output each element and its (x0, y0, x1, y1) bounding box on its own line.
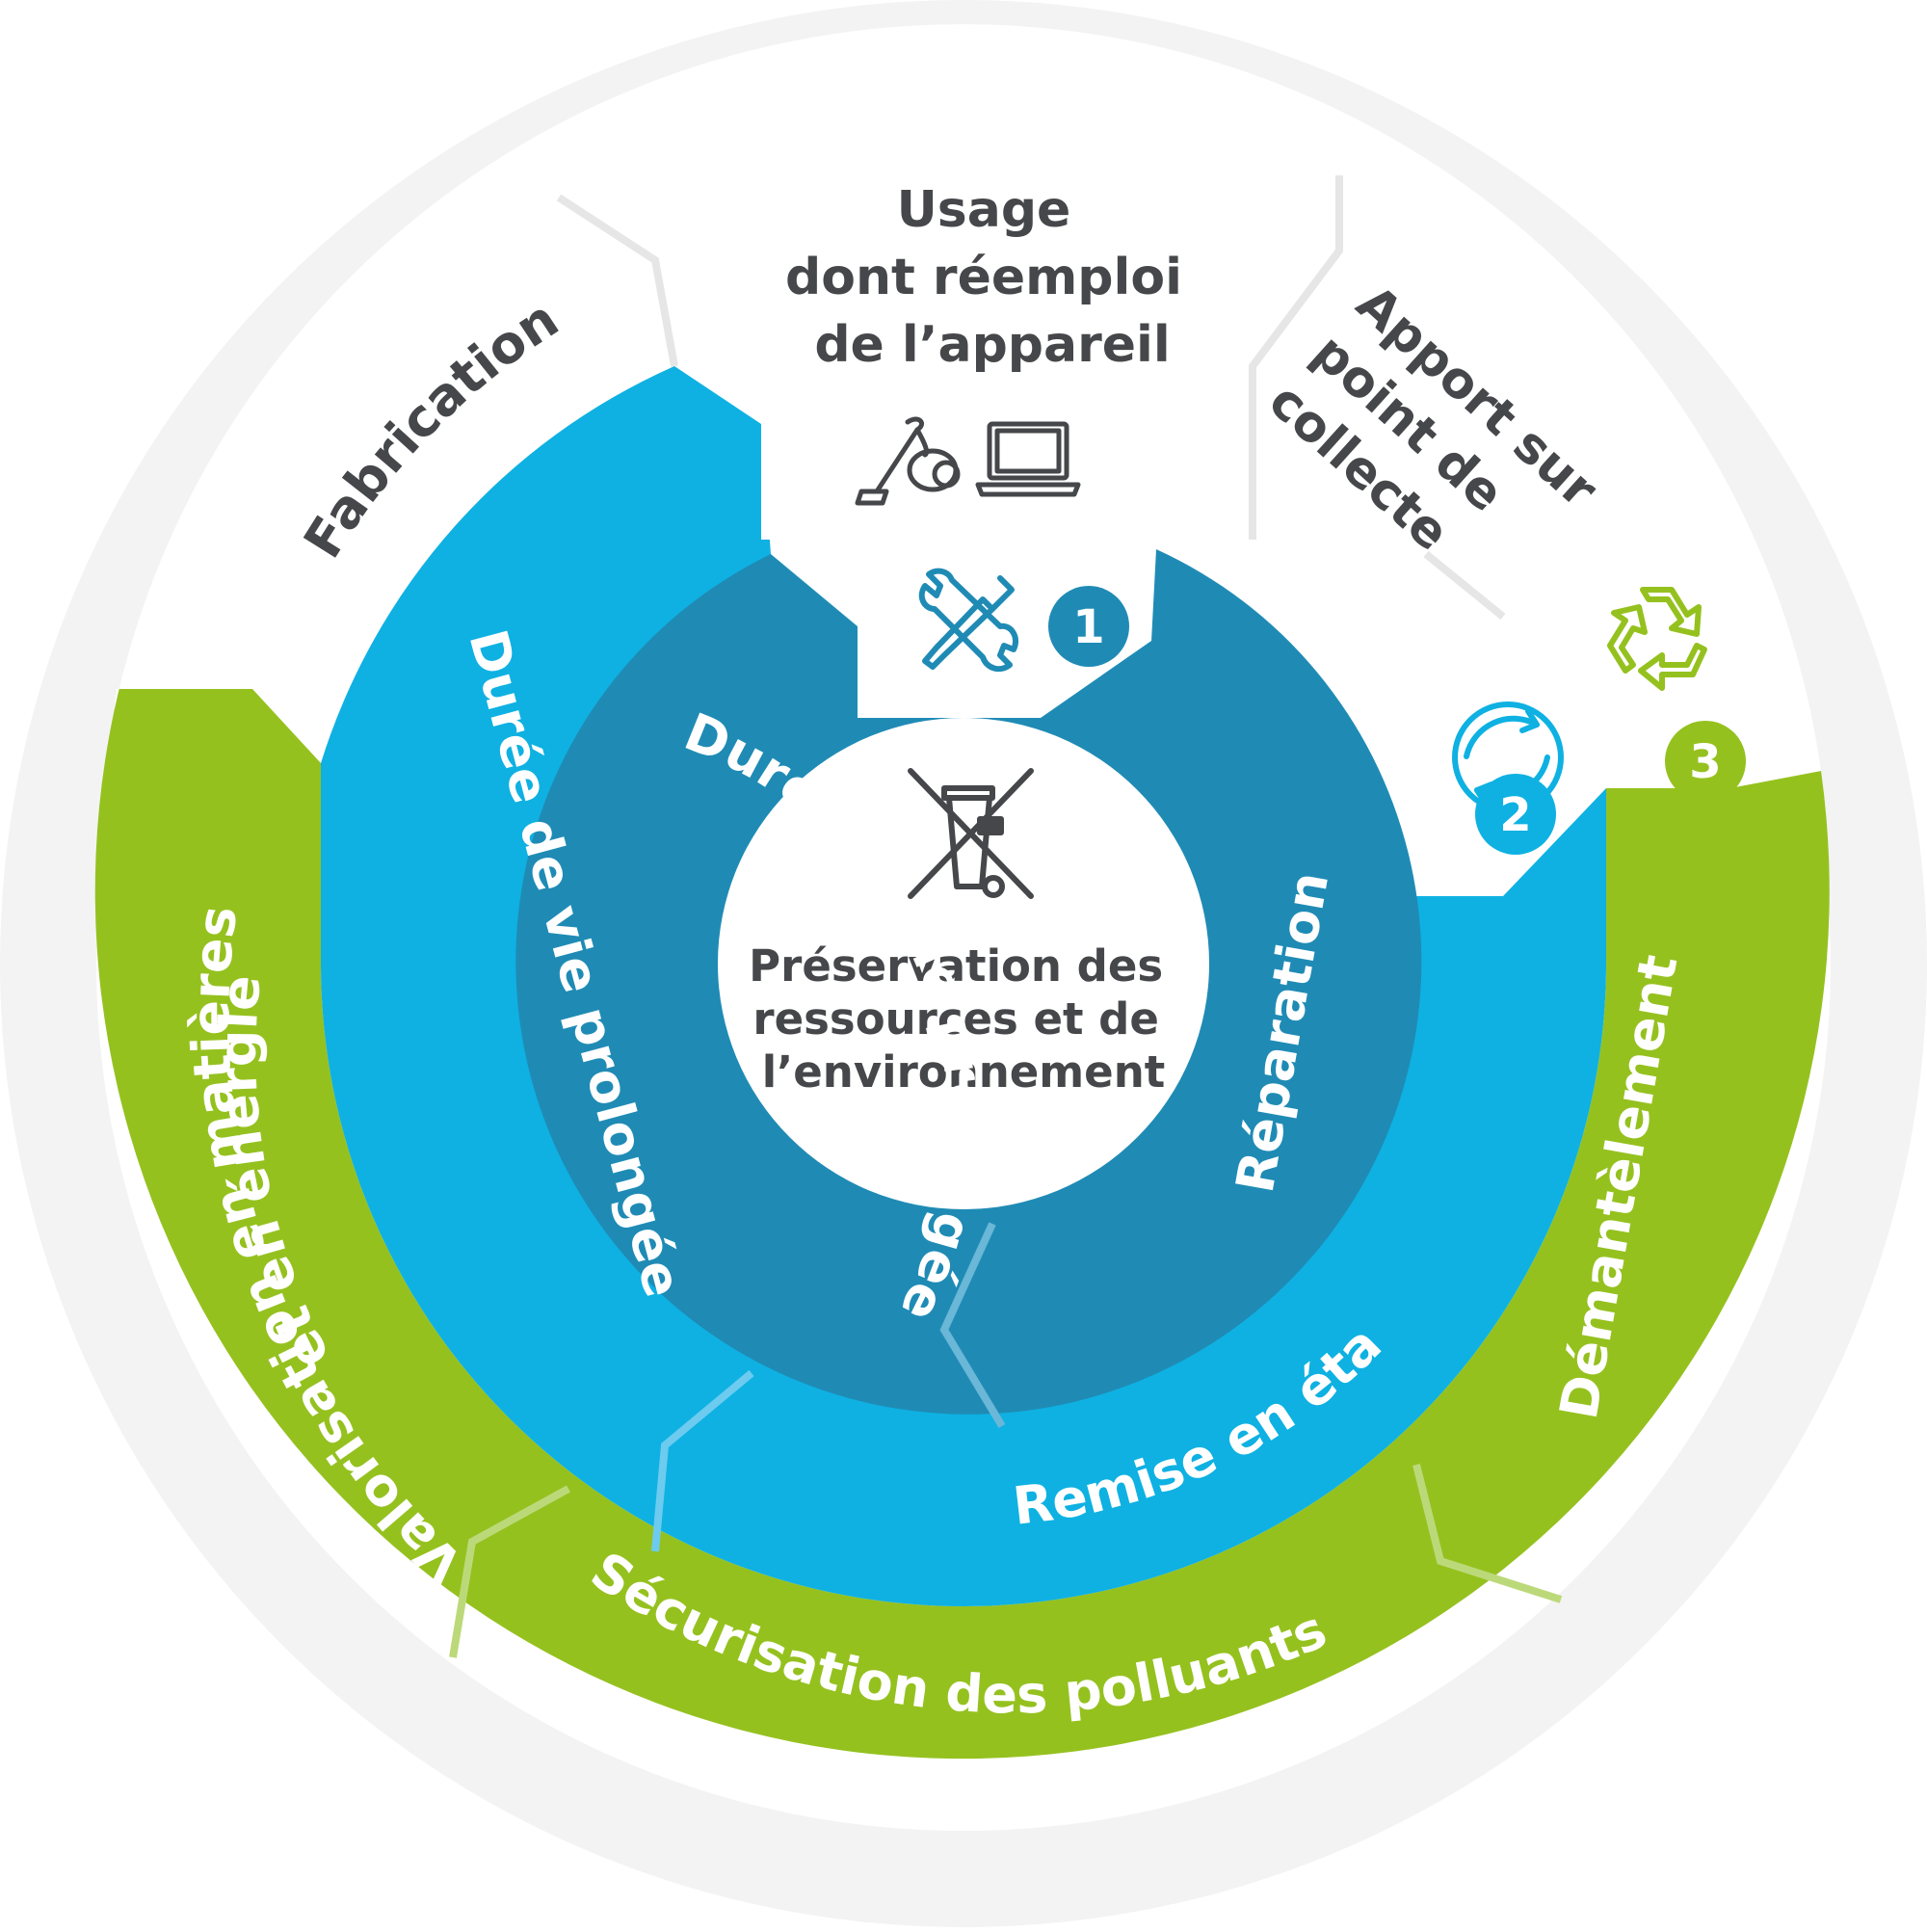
crossed-out-wheelie-bin-icon (908, 768, 1034, 899)
usage-label: Usage dont réemploi de l’appareil (785, 181, 1200, 374)
badge-2-label: 2 (1499, 788, 1531, 842)
badge-1-label: 1 (1072, 600, 1104, 654)
center-disc (718, 718, 1209, 1209)
badge-2 (1475, 774, 1556, 855)
white-upper-segment (114, 24, 1821, 897)
wrench-screwdriver-icon (918, 568, 1019, 673)
green-ring-segment (94, 689, 1830, 1760)
center-title: Préservation des ressources et de l’envi… (749, 940, 1178, 1098)
badge-3-label: 3 (1689, 735, 1721, 789)
recycle-icon (1607, 587, 1707, 691)
badge-1 (1048, 586, 1129, 667)
badge-3 (1665, 721, 1746, 802)
vacuum-cleaner-icon (855, 416, 961, 506)
laptop-icon (975, 421, 1081, 497)
segment-seams (449, 175, 1563, 1658)
